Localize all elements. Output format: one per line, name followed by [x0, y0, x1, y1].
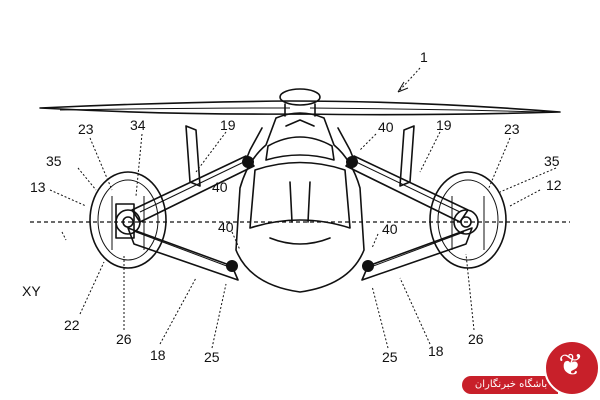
upper-wing-left [131, 155, 255, 223]
label-19-right: 19 [436, 117, 452, 133]
label-40-lower-left: 40 [218, 219, 234, 235]
joints-40 [226, 156, 374, 272]
tail-fins [185, 125, 415, 187]
watermark-bar [462, 376, 558, 394]
label-25-left: 25 [204, 349, 220, 365]
label-22: 22 [64, 317, 80, 333]
watermark-badge: باشگاه خبرنگاران ❦ [462, 334, 600, 398]
leaf-logo-icon: ❦ [558, 349, 584, 382]
upper-wing-right [345, 155, 469, 223]
label-12: 12 [546, 177, 562, 193]
label-40-upper-left: 40 [212, 179, 228, 195]
label-40-upper-right: 40 [378, 119, 394, 135]
propeller-left-13 [89, 171, 167, 269]
label-1: 1 [420, 49, 428, 65]
label-18-left: 18 [150, 347, 166, 363]
label-26-left: 26 [116, 331, 132, 347]
watermark-circle [544, 340, 600, 396]
label-34: 34 [130, 117, 146, 133]
main-rotor [39, 88, 561, 117]
reference-labels: 1 12 13 18 18 19 19 22 23 23 25 25 26 26… [22, 49, 562, 365]
leader-lines [49, 67, 557, 349]
label-19-left: 19 [220, 117, 236, 133]
fuselage [235, 112, 365, 293]
propeller-right-12 [429, 171, 507, 269]
lower-wing-right [361, 227, 473, 281]
label-23-right: 23 [504, 121, 520, 137]
label-23-left: 23 [78, 121, 94, 137]
label-25-right: 25 [382, 349, 398, 365]
watermark-text: باشگاه خبرنگاران [474, 379, 548, 390]
label-35-right: 35 [544, 153, 560, 169]
label-35-left: 35 [46, 153, 62, 169]
label-13: 13 [30, 179, 46, 195]
label-40-lower-right: 40 [382, 221, 398, 237]
label-26-right: 26 [468, 331, 484, 347]
label-18-right: 18 [428, 343, 444, 359]
label-xy: XY [22, 283, 41, 299]
